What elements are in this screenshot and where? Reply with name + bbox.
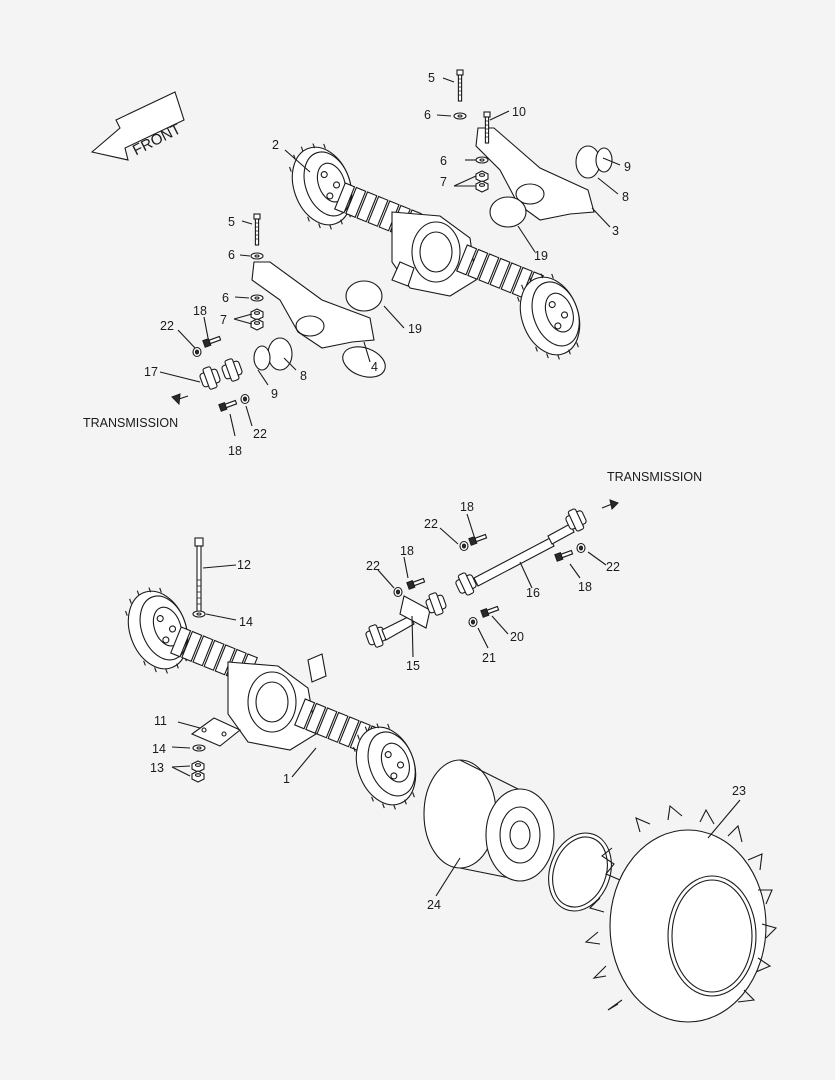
callout-6: 6	[424, 108, 431, 122]
callout-11: 11	[154, 714, 167, 728]
callout-17: 17	[144, 365, 158, 379]
callout-22: 22	[424, 517, 438, 531]
callout-10: 10	[512, 105, 526, 119]
callout-7: 7	[440, 175, 447, 189]
callout-18: 18	[228, 444, 242, 458]
callout-2: 2	[272, 138, 279, 152]
front-flange-yoke	[171, 356, 245, 406]
callout-6: 6	[440, 154, 447, 168]
callout-3: 3	[612, 224, 619, 238]
callout-15: 15	[406, 659, 420, 673]
callout-22: 22	[253, 427, 267, 441]
wheel-rim	[423, 759, 555, 882]
callout-22: 22	[366, 559, 380, 573]
long-bolt	[194, 537, 204, 613]
callout-9: 9	[624, 160, 631, 174]
callout-12: 12	[237, 558, 251, 572]
callout-1: 1	[283, 772, 290, 786]
callout-7: 7	[220, 313, 227, 327]
callout-13: 13	[150, 761, 164, 775]
transmission-label-rear: TRANSMISSION	[607, 470, 702, 484]
callout-14: 14	[239, 615, 253, 629]
callout-18: 18	[578, 580, 592, 594]
callout-19: 19	[408, 322, 422, 336]
callout-24: 24	[427, 898, 441, 912]
callout-labels: 5 6 10 6 7 9 8 3 19 2 5 6 6 7 19 4 8 9 1…	[83, 71, 746, 912]
callout-22: 22	[606, 560, 620, 574]
o-ring	[548, 832, 612, 912]
callout-9: 9	[271, 387, 278, 401]
callout-6: 6	[222, 291, 229, 305]
callout-4: 4	[371, 360, 378, 374]
left-axle-support	[251, 261, 386, 378]
leader-lines	[159, 77, 741, 897]
front-direction-arrow: FRONT	[90, 91, 185, 161]
left-bushing	[253, 337, 293, 371]
rear-drive-shaft	[452, 499, 619, 599]
callout-14: 14	[152, 742, 166, 756]
callout-22: 22	[160, 319, 174, 333]
right-axle-support	[475, 127, 613, 228]
callout-8: 8	[300, 369, 307, 383]
callout-23: 23	[732, 784, 746, 798]
rear-axle-assembly	[116, 578, 428, 818]
callout-20: 20	[510, 630, 524, 644]
front-axle-assembly	[280, 134, 592, 368]
callout-18: 18	[400, 544, 414, 558]
rear-mount-plate	[190, 717, 242, 747]
callout-5: 5	[228, 215, 235, 229]
tire	[584, 804, 778, 1023]
callout-6: 6	[228, 248, 235, 262]
transmission-label-front: TRANSMISSION	[83, 416, 178, 430]
callout-21: 21	[482, 651, 496, 665]
callout-8: 8	[622, 190, 629, 204]
callout-18: 18	[460, 500, 474, 514]
callout-5: 5	[428, 71, 435, 85]
callout-19: 19	[534, 249, 548, 263]
center-drive-shaft	[363, 590, 449, 650]
callout-16: 16	[526, 586, 540, 600]
callout-18: 18	[193, 304, 207, 318]
